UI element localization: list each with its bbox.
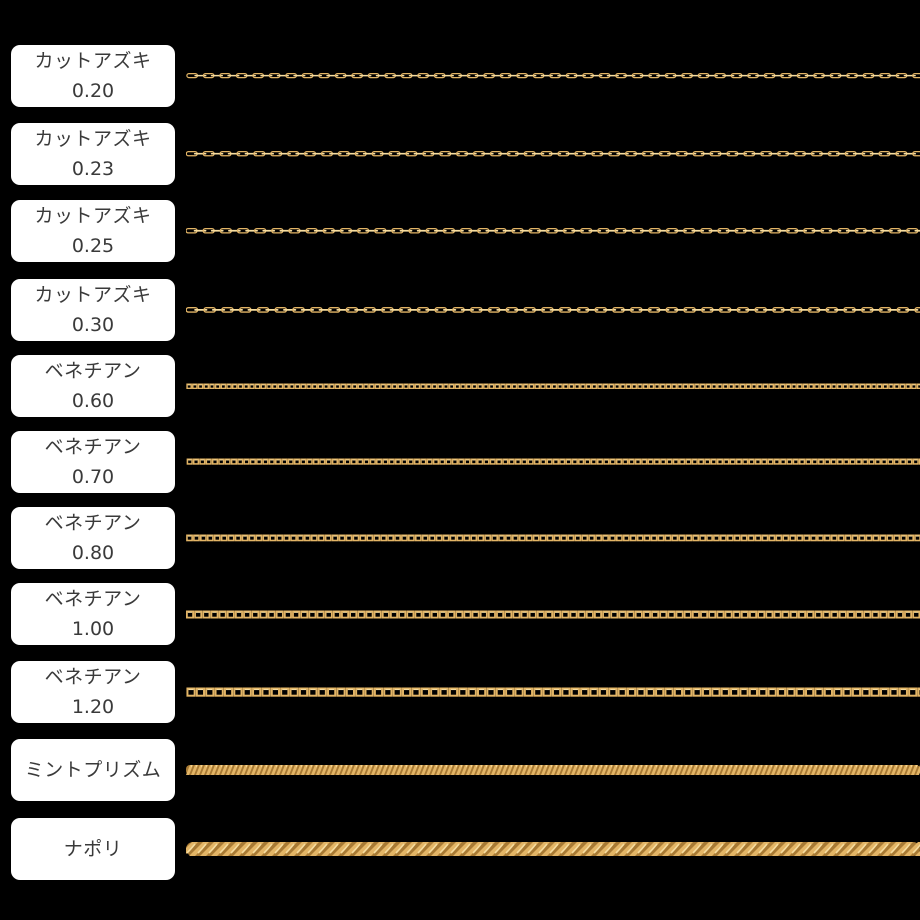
chain-image [186,383,920,390]
chain-row: カットアズキ 0.20 [0,45,920,107]
chain-name: カットアズキ [34,128,152,150]
chain-svg [186,842,920,856]
chain-name: ベネチアン [44,588,142,610]
chain-row: カットアズキ 0.25 [0,200,920,262]
chain-size: 0.70 [71,466,115,488]
chain-svg [186,73,920,79]
chain-svg [186,609,920,618]
chain-name: ベネチアン [44,512,142,534]
chain-label: ベネチアン 0.60 [11,355,175,417]
chain-size: 0.20 [71,80,115,102]
chain-image [186,764,920,776]
chain-label: カットアズキ 0.30 [11,279,175,341]
chain-row: ナポリ [0,818,920,880]
chain-row: ミントプリズム [0,739,920,801]
chain-image [186,73,920,79]
chain-svg [186,151,920,157]
chain-image [186,228,920,234]
chain-name: ベネチアン [44,666,142,688]
chain-image [186,840,920,858]
chain-label: ミントプリズム [11,739,175,801]
chain-name: カットアズキ [34,50,152,72]
chain-row: カットアズキ 0.23 [0,123,920,185]
chain-label: カットアズキ 0.20 [11,45,175,107]
chain-row: ベネチアン 0.60 [0,355,920,417]
chain-svg [186,765,920,775]
chain-image [186,609,920,619]
chain-image [186,687,920,697]
chain-size: 0.30 [71,314,115,336]
chain-name: カットアズキ [34,205,152,227]
chain-label: ベネチアン 1.20 [11,661,175,723]
chain-name: ナポリ [63,838,123,860]
chain-size: 0.25 [71,235,115,257]
chain-svg [186,534,920,542]
chain-svg [186,687,920,697]
chain-row: ベネチアン 0.70 [0,431,920,493]
chain-name: ベネチアン [44,436,142,458]
chain-name: ベネチアン [44,360,142,382]
chain-image [186,458,920,466]
chain-size: 1.20 [71,696,115,718]
chain-row: ベネチアン 1.00 [0,583,920,645]
chain-image [186,534,920,542]
chain-row: カットアズキ 0.30 [0,279,920,341]
chain-svg [186,228,920,234]
chain-size: 0.60 [71,390,115,412]
chain-label: ナポリ [11,818,175,880]
chain-svg [186,458,920,466]
chain-size: 1.00 [71,618,115,640]
chain-image [186,307,920,313]
chain-row: ベネチアン 1.20 [0,661,920,723]
chain-row: ベネチアン 0.80 [0,507,920,569]
chain-label: ベネチアン 0.70 [11,431,175,493]
chain-svg [186,383,920,389]
chain-label: ベネチアン 0.80 [11,507,175,569]
chain-svg [186,307,920,313]
chain-name: ミントプリズム [24,759,162,781]
chain-size: 0.80 [71,542,115,564]
chain-image [186,151,920,157]
chain-label: カットアズキ 0.23 [11,123,175,185]
chain-label: カットアズキ 0.25 [11,200,175,262]
chain-name: カットアズキ [34,284,152,306]
chain-label: ベネチアン 1.00 [11,583,175,645]
chain-size: 0.23 [71,158,115,180]
